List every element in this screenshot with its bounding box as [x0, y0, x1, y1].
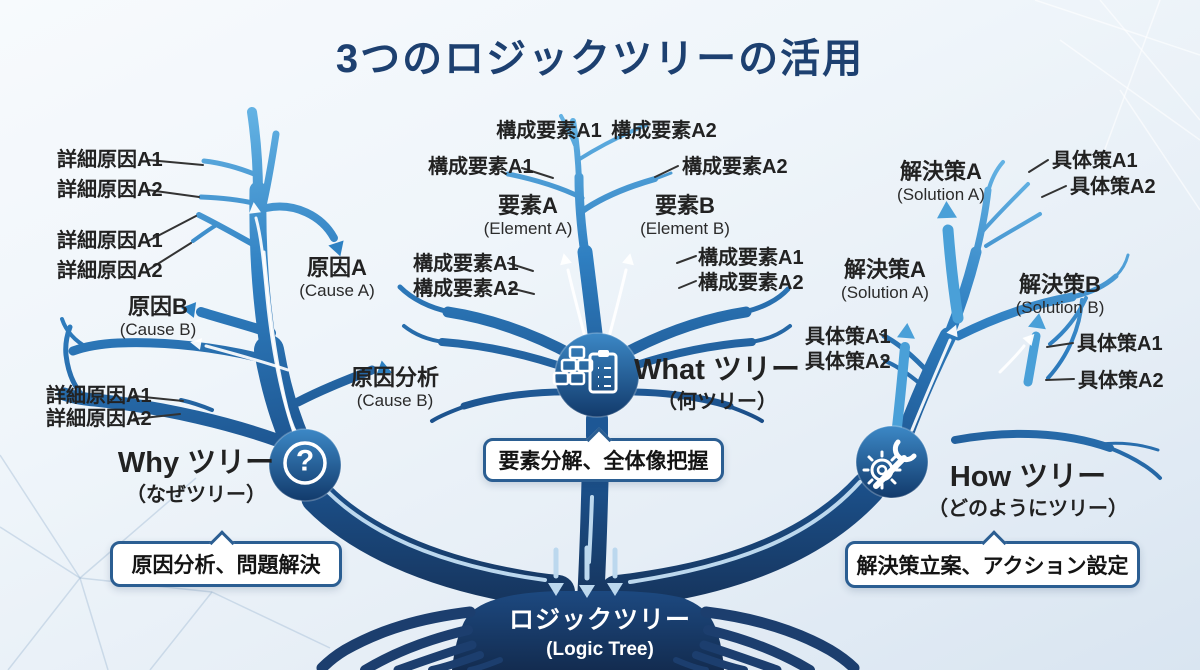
why-detail-bottom-a1: 詳細原因A1 [46, 385, 152, 407]
how-tree-solution-arrowheads [897, 201, 1046, 339]
what-element-b-label: 要素B (Element B) [640, 193, 730, 239]
why-detail-bottom-a2: 詳細原因A2 [46, 408, 152, 430]
why-cause-b-en: (Cause B) [119, 320, 197, 340]
gear-wrench-icon [862, 439, 917, 490]
what-element-a: 要素A [498, 193, 558, 218]
what-comp-lower-right-a2: 構成要素A2 [698, 272, 804, 294]
why-cause-a-label: 原因A (Cause A) [299, 255, 375, 301]
why-cause-b-label: 原因B (Cause B) [119, 294, 197, 340]
how-tactic-right-a1: 具体策A1 [1077, 333, 1163, 355]
what-hub [552, 332, 640, 418]
what-usage-box: 要素分解、全体像把握 [483, 427, 724, 482]
how-tree-name: How ツリー （どのようにツリー） [928, 461, 1128, 520]
how-tactic-left-a2: 具体策A2 [805, 351, 891, 373]
what-element-b: 要素B [655, 193, 715, 218]
root-label-jp: ロジックツリー [508, 606, 692, 634]
label-connectors [133, 159, 1075, 420]
what-comp-upper-right-a2: 構成要素A2 [682, 156, 788, 178]
what-comp-upper-left-a1: 構成要素A1 [428, 156, 534, 178]
how-tree-flow-arrows [910, 338, 1026, 432]
hierarchy-clipboard-icon [552, 345, 618, 394]
how-solution-a-top-label: 解決策A (Solution A) [897, 159, 985, 205]
root-mass [316, 591, 860, 670]
what-element-a-en: (Element A) [483, 219, 573, 239]
what-comp-top-a1: 構成要素A1 [496, 120, 602, 142]
why-analysis: 原因分析 [350, 365, 440, 390]
what-element-a-label: 要素A (Element A) [483, 193, 573, 239]
why-cause-b: 原因B [128, 294, 188, 319]
root-label-en: (Logic Tree) [546, 639, 654, 660]
why-detail-top-a1: 詳細原因A1 [57, 149, 163, 171]
why-usage-box: 原因分析、問題解決 [110, 530, 342, 587]
why-detail-top-a2: 詳細原因A2 [57, 179, 163, 201]
how-solution-b-label: 解決策B (Solution B) [1015, 272, 1105, 318]
why-tree-reading: （なぜツリー） [126, 483, 266, 506]
why-tree-arrowheads [181, 240, 393, 376]
page-title: 3つのロジックツリーの活用 [335, 37, 865, 81]
how-tactic-top-a1: 具体策A1 [1052, 150, 1138, 172]
how-solution-a-mid: 解決策A [844, 257, 926, 282]
what-comp-lower-left-a2: 構成要素A2 [413, 278, 519, 300]
how-tree-flow-arrowheads [946, 324, 1035, 347]
what-comp-lower-left-a1: 構成要素A1 [413, 253, 519, 275]
how-solution-a-mid-en: (Solution A) [841, 283, 929, 303]
why-analysis-en: (Cause B) [356, 391, 434, 411]
what-comp-lower-right-a1: 構成要素A1 [698, 247, 804, 269]
how-usage-box: 解決策立案、アクション設定 [845, 530, 1140, 588]
how-tactic-top-a2: 具体策A2 [1070, 176, 1156, 198]
how-solution-a-top: 解決策A [900, 159, 982, 184]
how-solution-a-top-en: (Solution A) [897, 185, 985, 205]
how-tree-branches [881, 160, 1162, 480]
how-tactic-left-a1: 具体策A1 [805, 326, 891, 348]
why-cause-a: 原因A [307, 255, 367, 280]
why-detail-mid-a2: 詳細原因A2 [57, 260, 163, 282]
what-tree-branches [397, 114, 792, 423]
what-comp-top-a2: 構成要素A2 [611, 120, 717, 142]
why-analysis-label: 原因分析 (Cause B) [350, 365, 440, 411]
why-hub [268, 428, 342, 502]
how-hub [855, 425, 929, 499]
why-tree-name: Why ツリー （なぜツリー） [117, 447, 275, 506]
how-tactic-right-a2: 具体策A2 [1078, 370, 1164, 392]
what-element-b-en: (Element B) [640, 219, 730, 239]
why-icon-glyph: ? [295, 444, 315, 478]
why-cause-a-en: (Cause A) [299, 281, 375, 301]
how-solution-a-mid-label: 解決策A (Solution A) [841, 257, 929, 303]
how-solution-b-en: (Solution B) [1015, 298, 1105, 318]
what-tree-reading: （何ツリー） [657, 390, 777, 413]
what-tree-name: What ツリー （何ツリー） [634, 354, 800, 413]
root-label: ロジックツリー (Logic Tree) [509, 600, 691, 661]
how-solution-b: 解決策B [1019, 272, 1101, 297]
how-tree-reading: （どのようにツリー） [928, 497, 1128, 520]
converge-arrows [548, 545, 623, 598]
what-tree-flow-arrowheads [560, 253, 634, 266]
question-icon [283, 441, 327, 485]
why-detail-mid-a1: 詳細原因A1 [57, 230, 163, 252]
